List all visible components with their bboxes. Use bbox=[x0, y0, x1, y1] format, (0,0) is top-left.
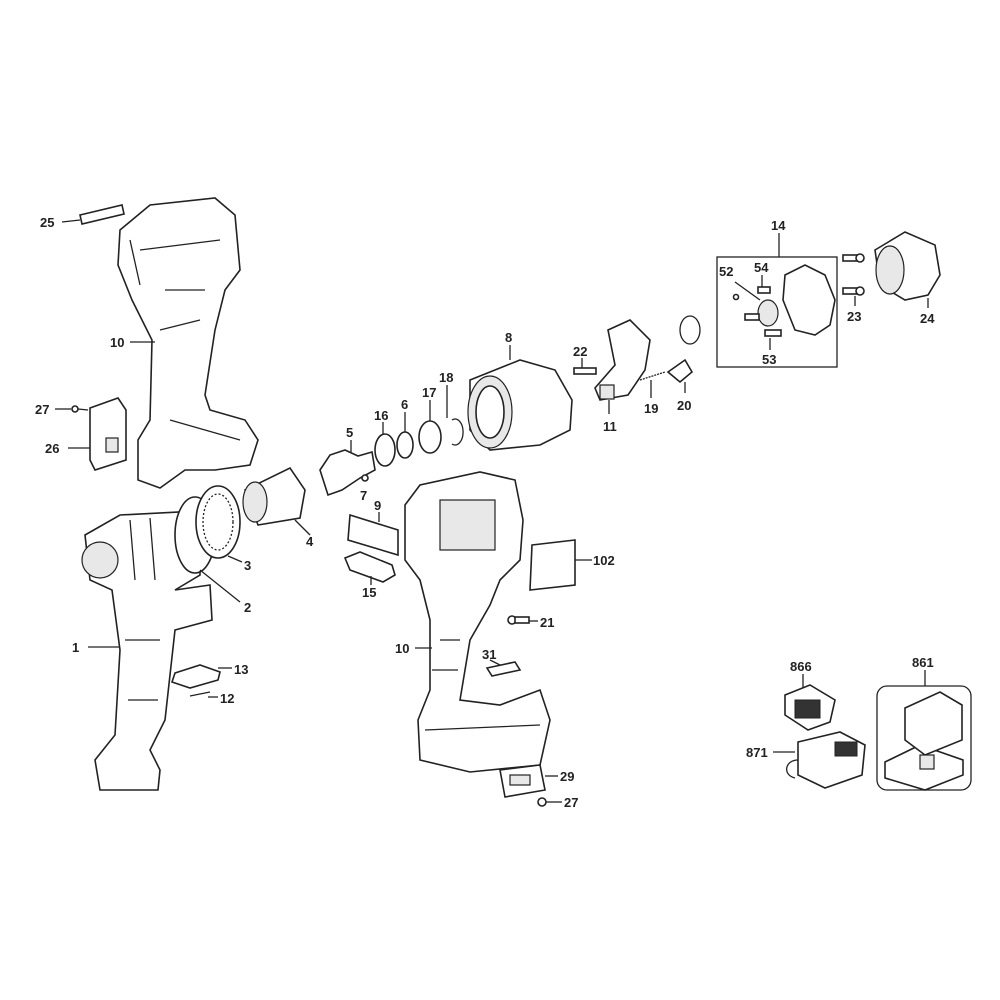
part-8-gear-case: 8 bbox=[467, 330, 573, 451]
svg-text:54: 54 bbox=[754, 260, 769, 275]
part-11-led-assembly: 11 bbox=[594, 319, 651, 434]
part-5-anvil: 5 bbox=[319, 425, 376, 497]
svg-text:6: 6 bbox=[401, 397, 408, 412]
part-54-pin: 54 bbox=[754, 260, 771, 294]
svg-text:16: 16 bbox=[374, 408, 388, 423]
svg-text:17: 17 bbox=[422, 385, 436, 400]
svg-text:5: 5 bbox=[346, 425, 353, 440]
svg-text:25: 25 bbox=[40, 215, 54, 230]
part-10-assembled-housing: 10 bbox=[395, 471, 551, 773]
svg-text:24: 24 bbox=[920, 311, 935, 326]
svg-text:2: 2 bbox=[244, 600, 251, 615]
part-24-nose-cap: 24 bbox=[874, 231, 941, 326]
part-22-pin: 22 bbox=[573, 344, 597, 375]
part-25-label: 25 bbox=[40, 204, 125, 230]
svg-text:1: 1 bbox=[72, 640, 79, 655]
part-7-ball: 7 bbox=[360, 474, 369, 503]
svg-text:18: 18 bbox=[439, 370, 453, 385]
svg-text:10: 10 bbox=[395, 641, 409, 656]
part-6-washer: 6 bbox=[396, 397, 414, 459]
part-15-switch-cover: 15 bbox=[343, 551, 396, 600]
part-53-screw: 53 bbox=[744, 313, 782, 367]
part-861-case: 861 bbox=[876, 655, 972, 791]
part-19-spring: 19 bbox=[639, 371, 666, 416]
part-17-ring: 17 bbox=[418, 385, 442, 454]
part-3-ring-gear: 3 bbox=[195, 485, 251, 573]
part-9-label: 9 bbox=[347, 498, 399, 557]
part-102-label: 102 bbox=[529, 539, 615, 591]
part-23-screw: 23 bbox=[842, 253, 865, 324]
svg-text:27: 27 bbox=[564, 795, 578, 810]
part-13-switch: 13 bbox=[170, 662, 248, 689]
svg-text:3: 3 bbox=[244, 558, 251, 573]
svg-text:7: 7 bbox=[360, 488, 367, 503]
part-21-screw: 21 bbox=[507, 615, 554, 630]
svg-text:22: 22 bbox=[573, 344, 587, 359]
svg-text:27: 27 bbox=[35, 402, 49, 417]
part-20-lever: 20 bbox=[666, 315, 701, 413]
svg-text:13: 13 bbox=[234, 662, 248, 677]
svg-text:12: 12 bbox=[220, 691, 234, 706]
part-18-retaining-ring: 18 bbox=[439, 370, 464, 446]
svg-text:26: 26 bbox=[45, 441, 59, 456]
svg-text:19: 19 bbox=[644, 401, 658, 416]
svg-text:9: 9 bbox=[374, 498, 381, 513]
svg-text:871: 871 bbox=[746, 745, 768, 760]
part-31-label: 31 bbox=[482, 647, 522, 677]
part-29-battery-latch: 29 bbox=[499, 764, 574, 798]
svg-text:20: 20 bbox=[677, 398, 691, 413]
part-1-motor-frame: 1 bbox=[72, 511, 213, 791]
part-16-ring: 16 bbox=[374, 408, 396, 467]
svg-text:21: 21 bbox=[540, 615, 554, 630]
svg-text:861: 861 bbox=[912, 655, 934, 670]
part-12-spring: 12 bbox=[189, 691, 234, 706]
part-52-pin: 52 bbox=[719, 264, 761, 301]
part-871-charger: 871 bbox=[746, 731, 866, 789]
part-866-battery: 866 bbox=[784, 659, 836, 731]
svg-text:14: 14 bbox=[771, 218, 786, 233]
svg-text:4: 4 bbox=[306, 534, 314, 549]
svg-text:52: 52 bbox=[719, 264, 733, 279]
svg-text:31: 31 bbox=[482, 647, 496, 662]
part-27-screw: 27 bbox=[537, 795, 578, 810]
part-26-belt-clip: 26 bbox=[45, 397, 127, 471]
svg-text:102: 102 bbox=[593, 553, 615, 568]
part-10-housing-half: 10 bbox=[110, 197, 259, 489]
svg-text:23: 23 bbox=[847, 309, 861, 324]
svg-text:11: 11 bbox=[603, 419, 617, 434]
svg-text:53: 53 bbox=[762, 352, 776, 367]
svg-text:866: 866 bbox=[790, 659, 812, 674]
svg-text:10: 10 bbox=[110, 335, 124, 350]
part-14-kit: 14 bbox=[716, 218, 838, 368]
svg-text:8: 8 bbox=[505, 330, 512, 345]
part-4-hammer: 4 bbox=[242, 466, 314, 549]
svg-text:15: 15 bbox=[362, 585, 376, 600]
part-27-screw: 27 bbox=[35, 402, 89, 417]
svg-text:29: 29 bbox=[560, 769, 574, 784]
